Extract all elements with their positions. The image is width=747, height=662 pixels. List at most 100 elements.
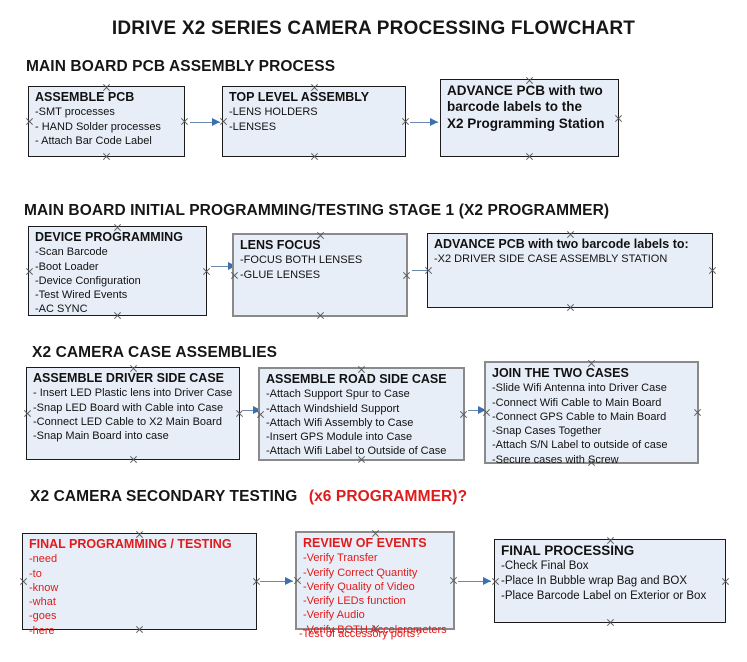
box-title: TOP LEVEL ASSEMBLY [229, 90, 370, 104]
box-line: -Place Barcode Label on Exterior or Box [501, 590, 707, 603]
box-top-level-assembly[interactable]: TOP LEVEL ASSEMBLY -LENS HOLDERS -LENSES [222, 86, 406, 157]
box-title-line3: X2 Programming Station [447, 115, 605, 131]
section-heading-3: X2 CAMERA CASE ASSEMBLIES [32, 344, 277, 362]
connector-handle-right [202, 267, 211, 276]
connector-handle-right [708, 266, 717, 275]
box-title: ASSEMBLE DRIVER SIDE CASE [33, 371, 225, 385]
box-line: -Scan Barcode [35, 246, 108, 259]
connector-handle-left [293, 576, 302, 585]
box-title: ADVANCE PCB with two barcode labels to: [434, 237, 689, 251]
connector-handle-left [25, 267, 34, 276]
box-line: -Check Final Box [501, 560, 589, 573]
box-line: -here [29, 624, 55, 637]
box-line: -SMT processes [35, 106, 115, 119]
box-line: -AC SYNC [35, 303, 88, 316]
box-device-programming[interactable]: DEVICE PROGRAMMING -Scan Barcode -Boot L… [28, 226, 207, 316]
connector-handle-right [721, 577, 730, 586]
connector-handle-bottom [566, 303, 575, 312]
box-line: -to [29, 567, 42, 580]
section-heading-2-text: MAIN BOARD INITIAL PROGRAMMING/TESTING S… [24, 202, 610, 219]
connector-handle-right [401, 117, 410, 126]
box-title: LENS FOCUS [240, 238, 321, 252]
connector-handle-right [693, 408, 702, 417]
box-final-programming-testing[interactable]: FINAL PROGRAMMING / TESTING -need -to -k… [19, 533, 257, 637]
box-title: FINAL PROCESSING [501, 543, 635, 558]
box-line: -Attach Wifi Assembly to Case [266, 416, 414, 429]
box-line: -Verify Quality of Video [303, 580, 415, 593]
box-line: -Attach Wifi Label to Outside of Case [266, 445, 447, 458]
section-heading-1-text: MAIN BOARD PCB ASSEMBLY PROCESS [26, 58, 336, 75]
box-title: FINAL PROGRAMMING / TESTING [29, 537, 232, 551]
box-title: JOIN THE TWO CASES [492, 366, 629, 380]
connector-handle-bottom [606, 618, 615, 627]
box-line: -LENSES [229, 120, 277, 133]
box-line: -Place In Bubble wrap Bag and BOX [501, 575, 688, 588]
box-assemble-driver-side-case[interactable]: ASSEMBLE DRIVER SIDE CASE - Insert LED P… [26, 367, 240, 460]
box-title: ASSEMBLE PCB [35, 90, 135, 104]
box-line: -Attach Windshield Support [266, 402, 400, 415]
box-line: -Device Configuration [35, 274, 141, 287]
box-line: -Attach S/N Label to outside of case [492, 439, 668, 452]
connector-handle-bottom [316, 311, 325, 320]
box-assemble-road-side-case[interactable]: ASSEMBLE ROAD SIDE CASE -Attach Support … [258, 367, 465, 461]
box-line: -Connect LED Cable to X2 Main Board [33, 415, 222, 428]
section-heading-4-suffix: (x6 PROGRAMMER)? [308, 488, 468, 505]
box-review-of-events[interactable]: REVIEW OF EVENTS -Verify Transfer -Verif… [293, 531, 458, 636]
box-line: - HAND Solder processes [35, 120, 161, 133]
page-title: IDRIVE X2 SERIES CAMERA PROCESSING FLOWC… [111, 18, 636, 39]
box-advance-pcb-stage1[interactable]: ADVANCE PCB with two barcode labels to t… [440, 79, 619, 157]
box-review-of-events-overflow-line: -Test of accessory ports? [299, 628, 422, 640]
connector-handle-right [459, 410, 468, 419]
box-line: -what [29, 596, 56, 609]
arrow-final-prog-to-review [260, 577, 293, 586]
box-line: -Snap LED Board with Cable into Case [33, 401, 224, 414]
box-line: - Insert LED Plastic lens into Driver Ca… [33, 387, 233, 400]
connector-handle-right [180, 117, 189, 126]
box-line: -Connect GPS Cable to Main Board [492, 410, 667, 423]
arrow-toplevel-to-advance [410, 118, 438, 127]
box-line: -need [29, 553, 58, 566]
box-line: -Secure cases with Screw [492, 453, 619, 466]
connector-handle-left [23, 409, 32, 418]
box-line: -goes [29, 610, 57, 623]
connector-handle-left [19, 577, 28, 586]
box-title: DEVICE PROGRAMMING [35, 230, 183, 244]
box-assemble-pcb[interactable]: ASSEMBLE PCB -SMT processes - HAND Solde… [28, 86, 185, 157]
box-line: -know [29, 581, 59, 594]
box-title: ASSEMBLE ROAD SIDE CASE [266, 372, 447, 386]
box-line: -Verify LEDs function [303, 595, 406, 608]
box-line: -Verify Transfer [303, 552, 378, 565]
arrow-review-to-final-processing [458, 577, 491, 586]
box-lens-focus[interactable]: LENS FOCUS -FOCUS BOTH LENSES -GLUE LENS… [232, 233, 408, 317]
connector-handle-right [449, 576, 458, 585]
box-line: - Attach Bar Code Label [35, 134, 152, 147]
box-line: -Test Wired Events [35, 289, 128, 302]
connector-handle-bottom [102, 152, 111, 161]
box-line: -Attach Support Spur to Case [266, 388, 410, 401]
section-heading-3-text: X2 CAMERA CASE ASSEMBLIES [32, 344, 278, 361]
box-line: -X2 DRIVER SIDE CASE ASSEMBLY STATION [434, 253, 668, 266]
box-line: -LENS HOLDERS [229, 106, 318, 119]
section-heading-1: MAIN BOARD PCB ASSEMBLY PROCESS [26, 58, 335, 76]
box-final-processing[interactable]: FINAL PROCESSING -Check Final Box -Place… [494, 539, 726, 623]
connector-handle-left [230, 271, 239, 280]
box-join-the-two-cases[interactable]: JOIN THE TWO CASES -Slide Wifi Antenna i… [484, 361, 702, 466]
section-heading-4: X2 CAMERA SECONDARY TESTING (x6 PROGRAMM… [30, 488, 467, 506]
connector-handle-right [402, 271, 411, 280]
section-heading-4-text: X2 CAMERA SECONDARY TESTING [30, 488, 298, 505]
box-line: -GLUE LENSES [240, 268, 321, 281]
box-advance-pcb-stage2[interactable]: ADVANCE PCB with two barcode labels to: … [427, 233, 713, 308]
connector-handle-bottom [525, 152, 534, 161]
arrow-driver-to-road [243, 406, 261, 415]
box-line: -Boot Loader [35, 260, 99, 273]
connector-handle-left [25, 117, 34, 126]
box-line: -Verify BOTH Accelerometers [303, 623, 447, 636]
box-line: -Slide Wifi Antenna into Driver Case [492, 382, 667, 395]
connector-handle-right [614, 114, 623, 123]
arrow-assemble-to-toplevel [190, 118, 220, 127]
box-title: ADVANCE PCB with two [447, 83, 603, 98]
connector-handle-left [491, 577, 500, 586]
box-line: -Verify Audio [303, 609, 365, 622]
box-line: -FOCUS BOTH LENSES [240, 254, 363, 267]
